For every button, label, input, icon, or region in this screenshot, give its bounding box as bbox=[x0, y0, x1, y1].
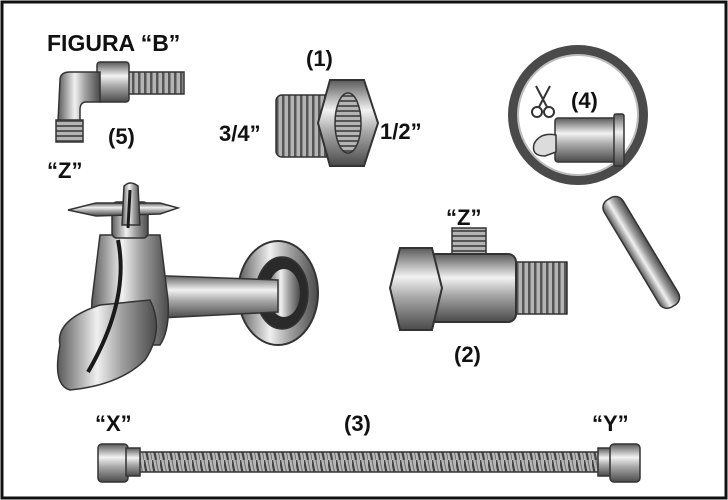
label-y-end: “Y” bbox=[592, 411, 629, 436]
thread-seal-tube bbox=[532, 113, 625, 167]
reducing-bushing bbox=[275, 79, 380, 167]
label-size-left: 3/4” bbox=[219, 121, 261, 146]
label-z-faucet: “Z” bbox=[47, 158, 82, 183]
hose-nut-right bbox=[597, 443, 641, 483]
faucet bbox=[56, 182, 319, 391]
label-part-5: (5) bbox=[108, 124, 135, 149]
label-part-4: (4) bbox=[571, 88, 598, 113]
scissors-icon bbox=[531, 85, 555, 118]
label-x-end: “X” bbox=[95, 411, 132, 436]
label-part-3: (3) bbox=[344, 411, 371, 436]
label-part-2: (2) bbox=[454, 342, 481, 367]
hose-nut-left bbox=[97, 443, 141, 483]
figure-title: FIGURA “B” bbox=[47, 30, 180, 56]
elbow-connector bbox=[55, 61, 185, 143]
label-z-tee: “Z” bbox=[446, 205, 481, 230]
tee-valve bbox=[388, 227, 568, 331]
flexible-hose bbox=[97, 443, 641, 483]
magnifier bbox=[508, 45, 681, 310]
label-size-right: 1/2” bbox=[380, 119, 422, 144]
label-part-1: (1) bbox=[306, 46, 333, 71]
